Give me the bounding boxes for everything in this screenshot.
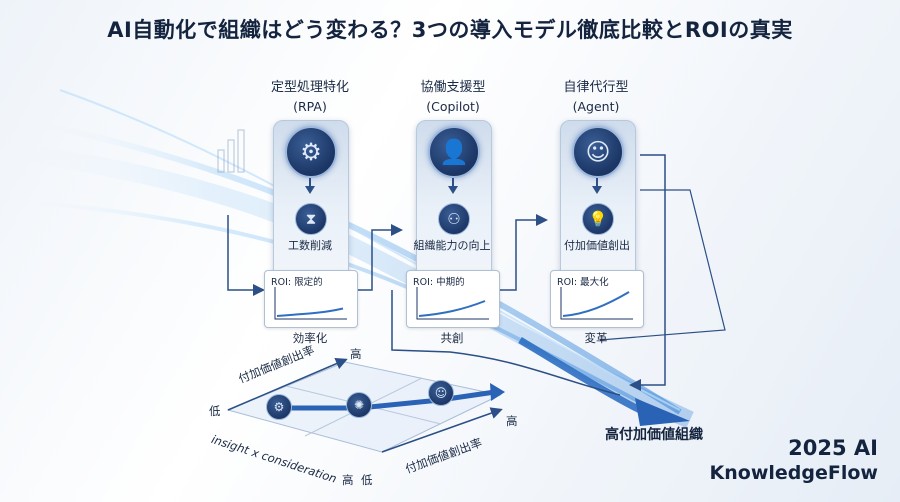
model-agent-heading: 自律代行型 (Agent): [516, 78, 676, 116]
matrix-origin-high: 高: [342, 473, 354, 487]
model-sub: (RPA): [293, 99, 327, 114]
flow-stem: [452, 178, 454, 188]
model-sub: (Copilot): [426, 99, 480, 114]
brand: 2025 AI KnowledgeFlow: [710, 436, 878, 484]
model-name: 自律代行型: [563, 80, 629, 95]
hourglass-gears-icon: ⧗: [295, 203, 327, 235]
model-rpa-heading: 定型処理特化 (RPA): [230, 78, 390, 116]
matrix-x-low: 低: [361, 473, 373, 487]
person-ai-bubble-icon: 👤: [428, 126, 480, 178]
outcome-label: 変革: [584, 331, 608, 345]
arrow-down-icon: [305, 186, 315, 194]
gear-robot-arm-icon: ⚙: [285, 126, 337, 178]
model-sub: (Agent): [572, 99, 620, 114]
roi-chart: [416, 287, 489, 320]
roi-axes: [274, 287, 347, 320]
roi-card-rpa: ROI: 限定的: [264, 270, 358, 328]
team-group-icon: ⚇: [438, 203, 470, 235]
outcome-label: 効率化: [292, 331, 328, 345]
roi-label: ROI: 最大化: [557, 277, 609, 288]
step-label: 付加価値創出: [564, 239, 630, 252]
final-outcome-label: 高付加価値組織: [605, 427, 703, 443]
robot-icon: ☺: [428, 380, 454, 406]
brand-line2: KnowledgeFlow: [709, 462, 878, 484]
hand-lightbulb-icon: 💡: [582, 203, 614, 235]
robot-head-icon: ☺: [572, 126, 624, 178]
roi-card-agent: ROI: 最大化: [550, 270, 644, 328]
step-label: 工数削減: [288, 239, 332, 252]
roi-chart: [274, 287, 347, 320]
arrow-down-icon: [592, 186, 602, 194]
roi-trend-line: [418, 300, 486, 317]
brand-line1: 2025 AI: [788, 436, 878, 460]
arrow-down-icon: [448, 186, 458, 194]
matrix-y-low: 低: [209, 404, 221, 418]
roi-axes: [416, 287, 489, 320]
roi-label: ROI: 限定的: [271, 277, 323, 288]
roi-card-copilot: ROI: 中期的: [406, 270, 500, 328]
matrix-x-high: 高: [506, 414, 518, 428]
brain-icon: ✺: [346, 392, 372, 418]
roi-axes: [560, 287, 633, 320]
final-arrow-head: [635, 398, 690, 426]
matrix-y-high: 高: [350, 347, 362, 361]
gear-icon: ⚙: [266, 394, 292, 420]
flow-stem: [309, 178, 311, 188]
step-label: 組織能力の向上: [413, 239, 491, 252]
flow-stem: [596, 178, 598, 188]
outcome-label: 共創: [440, 331, 464, 345]
model-name: 定型処理特化: [270, 80, 349, 95]
model-name: 協働支援型: [420, 80, 486, 95]
roi-chart: [560, 287, 633, 320]
model-copilot-heading: 協働支援型 (Copilot): [373, 78, 533, 116]
roi-trend-line: [276, 307, 344, 317]
roi-trend-line: [562, 291, 630, 317]
page-title: AI自動化で組織はどう変わる？3つの導入モデル徹底比較とROIの真実: [107, 18, 793, 42]
roi-label: ROI: 中期的: [413, 277, 465, 288]
